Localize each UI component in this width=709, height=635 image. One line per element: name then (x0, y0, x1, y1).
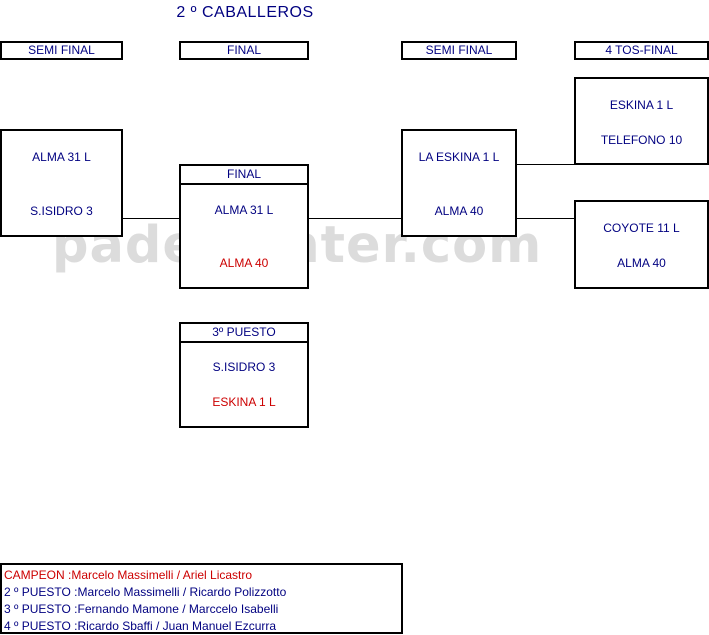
result-champion: CAMPEON :Marcelo Massimelli / Ariel Lica… (4, 568, 253, 582)
team-1: LA ESKINA 1 L (418, 150, 500, 164)
connector-semi-right-quarter-1 (517, 164, 574, 165)
result-second: 2 º PUESTO :Marcelo Massimelli / Ricardo… (4, 585, 287, 599)
match-quarter-final-2: COYOTE 11 L ALMA 40 (574, 200, 709, 289)
header-quarter-final: 4 TOS-FINAL (574, 41, 709, 60)
team-2: TELEFONO 10 (600, 133, 683, 147)
match-third-place: 3º PUESTO S.ISIDRO 3 ESKINA 1 L (179, 322, 309, 428)
connector-semi-right-quarter-2 (517, 218, 574, 219)
page-title: 2 º CABALLEROS (176, 4, 314, 21)
header-final: FINAL (179, 41, 309, 60)
result-third: 3 º PUESTO :Fernando Mamone / Marccelo I… (4, 602, 279, 616)
match-third-place-label: 3º PUESTO (181, 324, 307, 343)
team-2: ALMA 40 (434, 204, 484, 218)
connector-semi-left-final (123, 218, 179, 219)
team-2: ALMA 40 (617, 256, 666, 270)
team-1: ESKINA 1 L (609, 98, 674, 112)
team-2: S.ISIDRO 3 (30, 204, 93, 218)
team-1: S.ISIDRO 3 (212, 360, 276, 374)
match-quarter-final-1: ESKINA 1 L TELEFONO 10 (574, 77, 709, 165)
match-final: FINAL ALMA 31 L ALMA 40 (179, 164, 309, 289)
connector-final-semi-right (309, 218, 401, 219)
match-final-label: FINAL (181, 166, 307, 185)
team-1: ALMA 31 L (32, 150, 91, 164)
team-2-winner: ALMA 40 (219, 256, 269, 270)
team-1: ALMA 31 L (214, 203, 274, 217)
match-semi-final-left: ALMA 31 L S.ISIDRO 3 (0, 129, 123, 237)
result-fourth: 4 º PUESTO :Ricardo Sbaffi / Juan Manuel… (4, 619, 277, 633)
results-box: CAMPEON :Marcelo Massimelli / Ariel Lica… (0, 563, 403, 634)
match-semi-final-right: LA ESKINA 1 L ALMA 40 (401, 129, 517, 237)
header-semi-final-left: SEMI FINAL (0, 41, 123, 60)
team-1: COYOTE 11 L (603, 221, 680, 235)
team-2-winner: ESKINA 1 L (212, 395, 276, 409)
header-semi-final-right: SEMI FINAL (401, 41, 517, 60)
